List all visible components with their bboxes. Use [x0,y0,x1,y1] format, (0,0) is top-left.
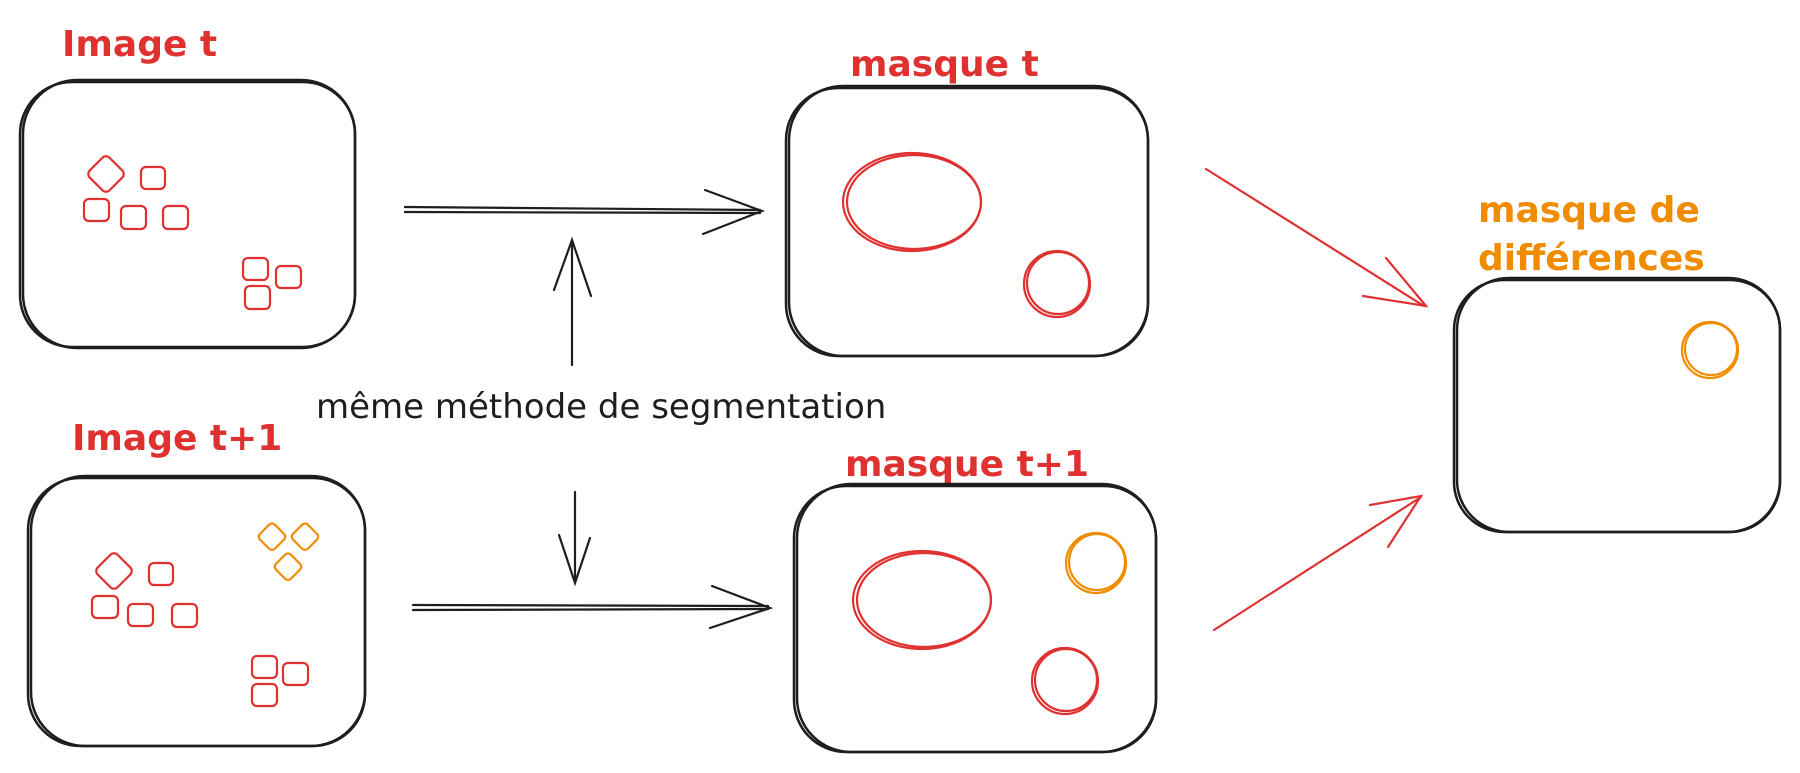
region-circle-diff-outline [1683,321,1739,377]
square-shape [126,602,155,628]
box-mask-t [784,84,1150,358]
mask-t1-regions [851,531,1128,716]
diamond-shape-new [290,522,320,551]
image-t1-objects [90,522,320,708]
label-image-t1: Image t+1 [72,418,282,459]
label-mask-t: masque t [850,44,1039,85]
arrow-mask-t-to-diff [1204,167,1429,308]
square-shape [170,602,199,629]
mask-t-regions [841,151,1092,319]
diamond-shape-new [273,552,303,581]
box-diff-mask [1452,276,1782,534]
square-shape [281,661,310,687]
square-shape [119,204,148,231]
square-shape [274,264,303,290]
label-diff-line1: masque de [1478,190,1700,231]
label-image-t: Image t [62,24,217,65]
square-shape [243,284,272,311]
square-shape [90,594,120,620]
label-segmentation-method: même méthode de segmentation [316,387,886,427]
image-t-objects [82,155,303,311]
square-shape [139,165,167,191]
square-shape [241,256,270,282]
box-image-t1 [26,474,367,748]
square-shape [250,682,279,708]
label-mask-t1: masque t+1 [845,444,1089,485]
square-shape [82,197,111,223]
square-shape [147,561,175,587]
square-shape [250,654,279,680]
diamond-shape-new [257,522,287,551]
region-circle-outline [1025,250,1091,316]
diamond-shape [95,552,133,590]
arrow-image-t-to-mask-t [403,188,766,236]
region-circle-outline [1033,647,1099,713]
box-image-t [18,78,357,350]
region-circle-new-outline [1067,532,1127,592]
diff-mask-regions [1680,320,1740,380]
region-ellipse-outline [845,153,983,251]
label-diff-line2: différences [1478,238,1705,279]
arrow-method-up [552,236,593,367]
arrow-mask-t1-to-diff [1212,494,1424,632]
arrow-image-t1-to-mask-t1 [411,584,774,630]
square-shape [161,204,190,231]
region-ellipse-outline [855,551,993,649]
box-mask-t1 [792,482,1158,754]
diamond-shape [87,155,125,193]
arrow-method-down [557,490,592,587]
